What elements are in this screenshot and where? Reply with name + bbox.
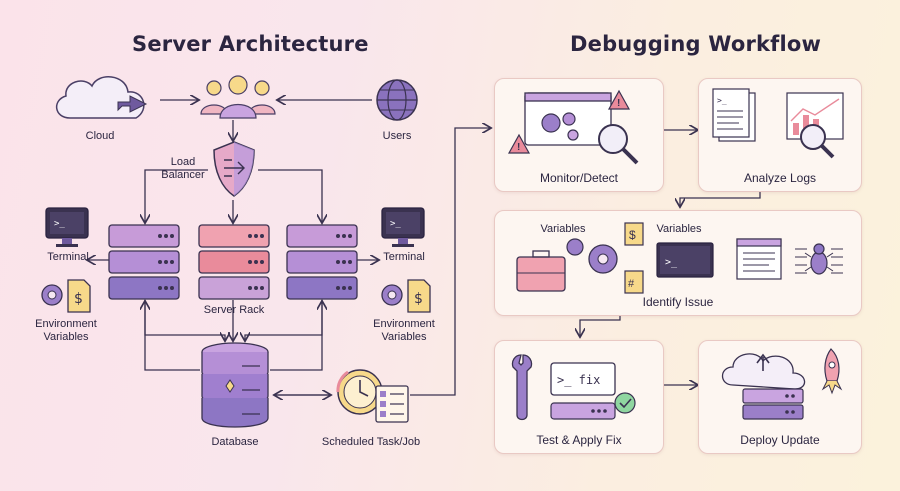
env-left-label: Environment Variables bbox=[35, 318, 97, 343]
server-rack-node bbox=[198, 224, 270, 300]
gear-document-icon-right: $ bbox=[381, 279, 431, 313]
database-label: Database bbox=[211, 436, 259, 448]
server-left-icon bbox=[108, 224, 180, 300]
svg-text:!: ! bbox=[617, 98, 620, 109]
svg-text:>_: >_ bbox=[390, 219, 401, 229]
svg-text:$: $ bbox=[414, 291, 423, 307]
server-rack-icon bbox=[198, 224, 270, 300]
logs-chart-icon: >_ bbox=[712, 88, 844, 159]
identify-issue-card: $ # >_ Variables Variables Identify Issu… bbox=[494, 210, 862, 316]
cloud-icon bbox=[56, 76, 148, 119]
svg-text:>_: >_ bbox=[665, 257, 678, 268]
variables-label-a: Variables bbox=[540, 223, 586, 235]
people-icon bbox=[200, 75, 276, 119]
wrench-fix-icon: >_ fix bbox=[511, 354, 636, 421]
gear-document-icon: $ bbox=[41, 279, 91, 313]
fix-command-text: >_ fix bbox=[557, 373, 600, 387]
server-stack-right bbox=[286, 224, 358, 300]
cloud-node bbox=[48, 66, 158, 126]
users-group-node bbox=[198, 74, 278, 120]
server-right-icon bbox=[286, 224, 358, 300]
svg-text:>_: >_ bbox=[717, 96, 727, 105]
variables-label-b: Variables bbox=[656, 223, 702, 235]
terminal-right-node: >_ bbox=[380, 206, 426, 250]
scheduled-node bbox=[334, 364, 410, 426]
load-balancer-node bbox=[210, 140, 258, 198]
users-label: Users bbox=[382, 130, 412, 142]
database-node bbox=[200, 342, 270, 430]
analyze-logs-card: >_ Analyze Logs bbox=[698, 78, 862, 192]
database-icon bbox=[201, 342, 269, 428]
analyze-logs-label: Analyze Logs bbox=[743, 171, 817, 185]
monitor-detect-label: Monitor/Detect bbox=[539, 171, 619, 185]
deploy-update-label: Deploy Update bbox=[740, 433, 820, 447]
env-left-node: $ bbox=[38, 276, 92, 314]
clock-checklist-icon bbox=[336, 369, 409, 423]
monitor-detect-card: ! ! Monitor/Detect bbox=[494, 78, 664, 192]
scheduled-label: Scheduled Task/Job bbox=[321, 436, 421, 448]
terminal-left-node: >_ bbox=[44, 206, 90, 250]
terminal-left-label: Terminal bbox=[47, 251, 89, 263]
deploy-icon bbox=[721, 348, 843, 420]
svg-text:$: $ bbox=[74, 291, 83, 307]
identify-issue-label: Identify Issue bbox=[642, 295, 714, 309]
test-fix-label: Test & Apply Fix bbox=[536, 433, 622, 447]
monitor-icon-right: >_ bbox=[381, 207, 425, 247]
users-node bbox=[373, 76, 421, 124]
server-rack-label: Server Rack bbox=[203, 304, 265, 316]
right-title: Debugging Workflow bbox=[570, 32, 822, 56]
svg-text:!: ! bbox=[517, 142, 520, 153]
env-right-label: Environment Variables bbox=[373, 318, 435, 343]
globe-icon bbox=[376, 79, 418, 121]
terminal-right-label: Terminal bbox=[383, 251, 425, 263]
server-stack-left bbox=[108, 224, 180, 300]
svg-text:$: $ bbox=[629, 228, 636, 242]
monitor-detect-icon: ! ! bbox=[507, 89, 639, 165]
cloud-label: Cloud bbox=[85, 130, 115, 142]
monitor-icon: >_ bbox=[45, 207, 89, 247]
test-fix-card: >_ fix Test & Apply Fix bbox=[494, 340, 664, 454]
shield-icon bbox=[213, 141, 255, 197]
deploy-update-card: Deploy Update bbox=[698, 340, 862, 454]
env-right-node: $ bbox=[378, 276, 432, 314]
load-balancer-label: Load Balancer bbox=[161, 156, 205, 181]
identify-issue-icon: $ # >_ bbox=[516, 222, 843, 294]
left-title: Server Architecture bbox=[132, 32, 369, 56]
svg-text:>_: >_ bbox=[54, 219, 65, 229]
svg-text:#: # bbox=[628, 278, 635, 290]
